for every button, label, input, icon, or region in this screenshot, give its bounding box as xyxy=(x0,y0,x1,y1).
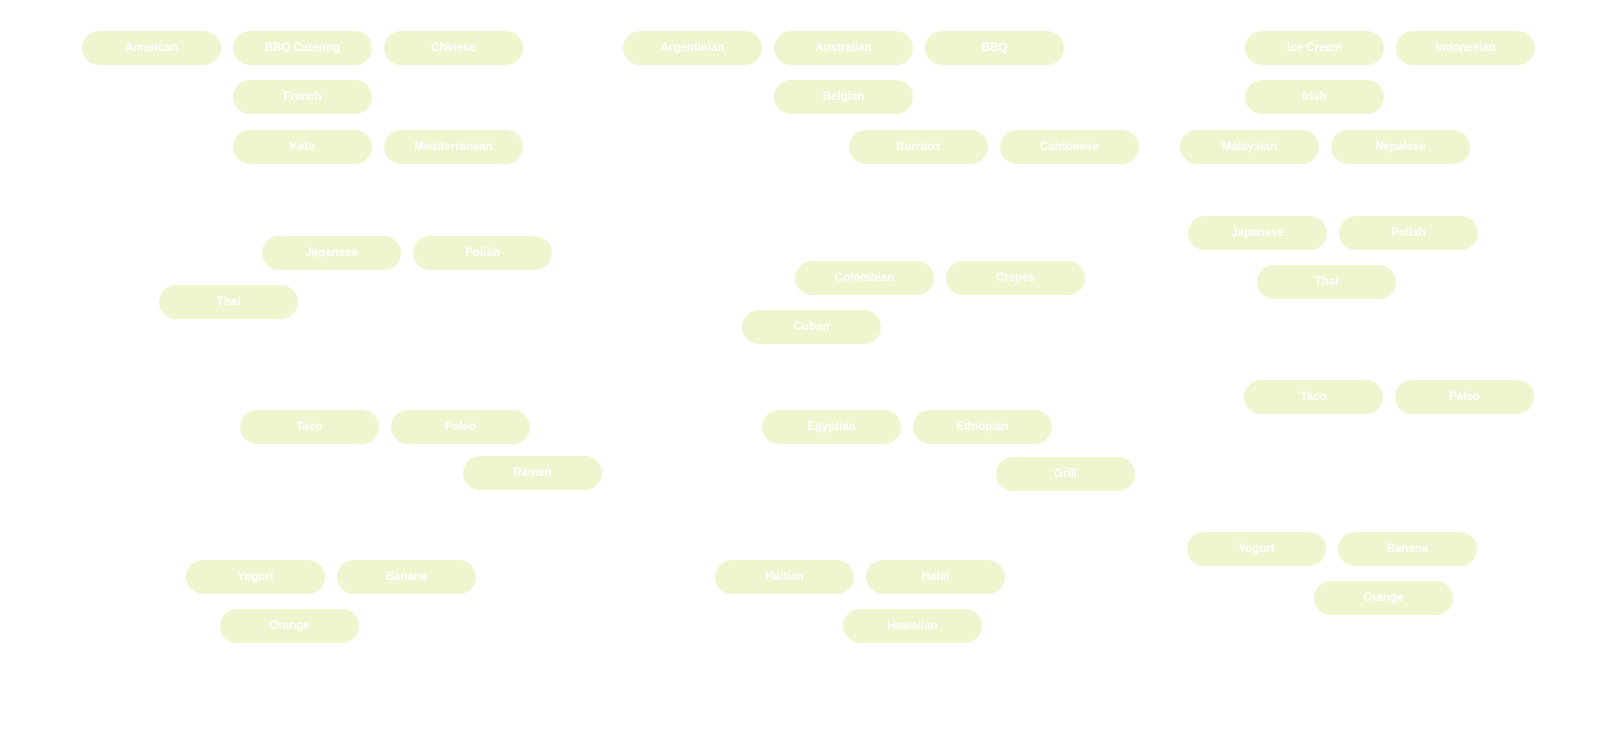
tag-ice-cream[interactable]: Ice Cream xyxy=(1245,31,1384,65)
tag-haitian[interactable]: Haitian xyxy=(715,560,854,594)
tag-polish[interactable]: Polish xyxy=(413,236,552,270)
tag-banana[interactable]: Banana xyxy=(1338,532,1477,566)
tag-cuban[interactable]: Cuban xyxy=(742,310,881,344)
tag-yogurt[interactable]: Yogurt xyxy=(186,560,325,594)
tag-taco[interactable]: Taco xyxy=(240,410,379,444)
tag-burritos[interactable]: Burritos xyxy=(849,130,988,164)
tag-paleo[interactable]: Paleo xyxy=(391,410,530,444)
tag-crepes[interactable]: Crepes xyxy=(946,261,1085,295)
tag-thai[interactable]: Thai xyxy=(1257,265,1396,299)
tag-argentinian[interactable]: Argentinian xyxy=(623,31,762,65)
tag-yogurt[interactable]: Yogurt xyxy=(1187,532,1326,566)
tag-bbq[interactable]: BBQ xyxy=(925,31,1064,65)
tag-banana[interactable]: Banana xyxy=(337,560,476,594)
tag-japanese[interactable]: Japanese xyxy=(262,236,401,270)
tag-bbq-catering[interactable]: BBQ Catering xyxy=(233,31,372,65)
tag-american[interactable]: American xyxy=(82,31,221,65)
tag-paleo[interactable]: Paleo xyxy=(1395,380,1534,414)
tag-colombian[interactable]: Colombian xyxy=(795,261,934,295)
tag-belgian[interactable]: Belgian xyxy=(774,80,913,114)
tag-chinese[interactable]: Chinese xyxy=(384,31,523,65)
tag-hawaiian[interactable]: Hawaiian xyxy=(843,609,982,643)
tag-french[interactable]: French xyxy=(233,80,372,114)
tag-australian[interactable]: Australian xyxy=(774,31,913,65)
tag-orange[interactable]: Orange xyxy=(220,609,359,643)
tag-grill[interactable]: Grill xyxy=(996,457,1135,491)
tag-indonesian[interactable]: Indonesian xyxy=(1396,31,1535,65)
tag-mediterranean[interactable]: Mediterranean xyxy=(384,130,523,164)
tag-halal[interactable]: Halal xyxy=(866,560,1005,594)
tag-ramen[interactable]: Ramen xyxy=(463,456,602,490)
tag-polish[interactable]: Polish xyxy=(1339,216,1478,250)
tag-irish[interactable]: Irish xyxy=(1245,80,1384,114)
tag-japanese[interactable]: Japanese xyxy=(1188,216,1327,250)
tag-egyptian[interactable]: Egyptian xyxy=(762,410,901,444)
tag-cantonese[interactable]: Cantonese xyxy=(1000,130,1139,164)
tag-nepalese[interactable]: Nepalese xyxy=(1331,130,1470,164)
tag-orange[interactable]: Orange xyxy=(1314,581,1453,615)
tag-malaysian[interactable]: Malaysian xyxy=(1180,130,1319,164)
tag-ethiopian[interactable]: Ethiopian xyxy=(913,410,1052,444)
tag-keto[interactable]: Keto xyxy=(233,130,372,164)
tag-thai[interactable]: Thai xyxy=(159,285,298,319)
tag-taco[interactable]: Taco xyxy=(1244,380,1383,414)
